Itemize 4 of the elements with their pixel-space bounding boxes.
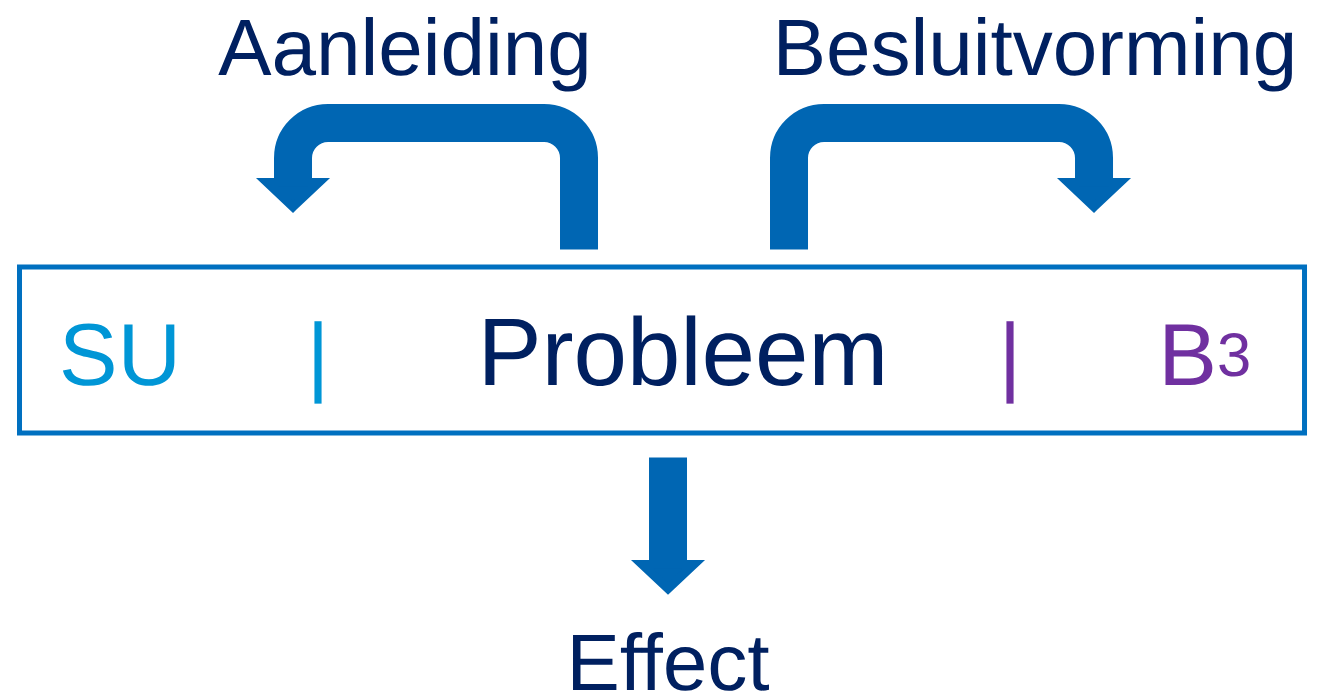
edge-label: Besluitvorming bbox=[779, 17, 1293, 92]
text-box: SU | Probleem | B$^{3}$ bbox=[17, 264, 1307, 436]
edge-label: Aanleiding bbox=[218, 17, 587, 92]
label-text: Effect bbox=[573, 632, 769, 691]
